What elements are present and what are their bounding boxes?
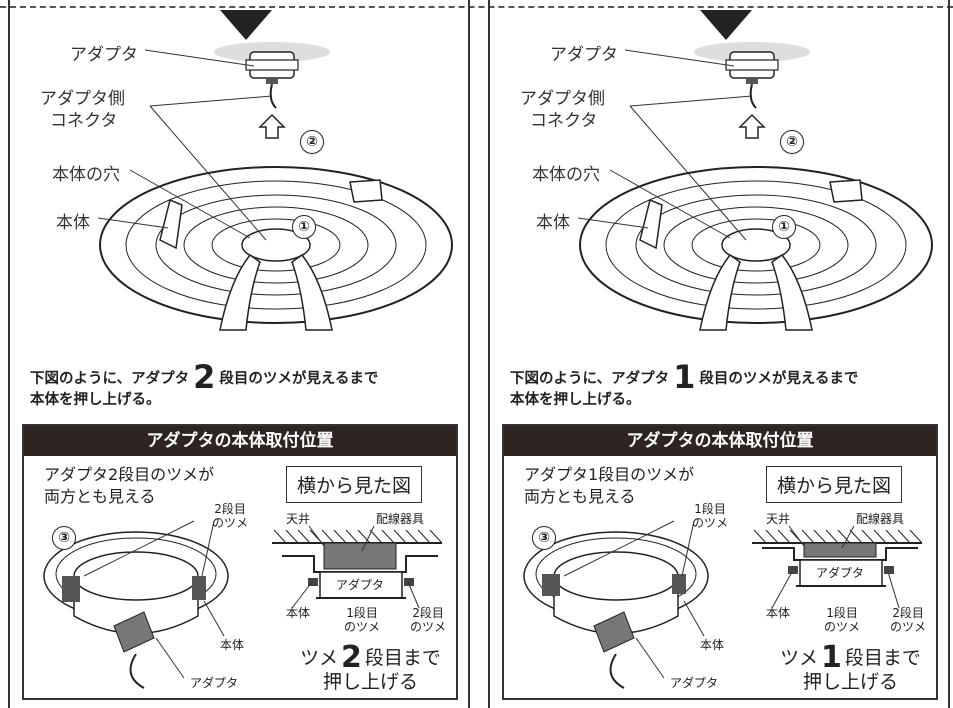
side-body-label: 本体 [286, 606, 311, 620]
side-fixture-label: 配線器具 [376, 512, 425, 526]
adapter-position-box: アダプタの本体取付位置 アダプタ2段目のツメが 両方とも見える 横から見た図 [22, 424, 458, 700]
box-text-line1: アダプタ2段目のツメが [44, 465, 215, 484]
push-post: 段目まで [844, 647, 921, 669]
side-claw2-line2: のツメ [410, 620, 447, 634]
down-arrow-icon [220, 10, 272, 40]
step-1-marker: ① [292, 215, 316, 239]
label-adapter-connector-line1: アダプタ側 [520, 89, 605, 109]
instruction-line2: 本体を押し上げる。 [30, 392, 161, 408]
side-claw2-label: 2段目のツメ [890, 606, 926, 634]
label-adapter: アダプタ [550, 45, 618, 65]
side-view-title: 横から見た図 [286, 466, 423, 503]
ceiling-light-install-illustration [577, 42, 933, 331]
label-body: 本体 [56, 213, 90, 233]
box-text-line2: 両方とも見える [44, 487, 156, 506]
box-body-label: 本体 [220, 638, 245, 652]
label-body: 本体 [536, 213, 570, 233]
side-claw1-label: 1段目のツメ [824, 606, 860, 634]
claw-label-line1: 2段目 [214, 502, 246, 516]
down-arrow-icon [700, 10, 752, 40]
box-text-line2: 両方とも見える [524, 487, 636, 506]
ceiling-light-install-illustration [97, 42, 453, 331]
side-ceiling-label: 天井 [286, 512, 311, 526]
label-body-hole: 本体の穴 [52, 165, 120, 185]
claw-label-line2: のツメ [692, 516, 729, 530]
instruction-line1-pre: 下図のように、アダプタ [30, 371, 190, 387]
side-claw2-line1: 2段目 [412, 606, 444, 620]
step-2-marker: ② [780, 130, 804, 154]
side-claw2-line1: 2段目 [892, 606, 924, 620]
push-line2: 押し上げる [322, 671, 418, 693]
box-title: アダプタの本体取付位置 [24, 426, 456, 456]
top-dashed-divider [0, 6, 953, 8]
claw-label-line1: 1段目 [694, 502, 726, 516]
instruction-number: 2 [193, 358, 216, 396]
side-body-label: 本体 [766, 606, 791, 620]
side-adapter-label: アダプタ [816, 566, 865, 580]
side-claw1-label: 1段目のツメ [344, 606, 380, 634]
instruction-line2: 本体を押し上げる。 [510, 392, 641, 408]
instruction-line1-post: 段目のツメが見えるまで [219, 371, 379, 387]
side-claw2-line2: のツメ [890, 620, 927, 634]
instruction-line1-pre: 下図のように、アダプタ [510, 371, 670, 387]
adapter-diagrams [43, 520, 443, 689]
side-fixture-label: 配線器具 [856, 512, 905, 526]
adapter-diagrams [523, 520, 923, 689]
adapter-position-box: アダプタの本体取付位置 アダプタ1段目のツメが 両方とも見える 横から見た図 [502, 424, 938, 700]
push-pre: ツメ [780, 647, 819, 669]
instruction-line1-post: 段目のツメが見えるまで [699, 371, 859, 387]
box-title: アダプタの本体取付位置 [504, 426, 936, 456]
side-claw1-line2: のツメ [824, 620, 861, 634]
side-adapter-label: アダプタ [336, 578, 385, 592]
side-claw1-line1: 1段目 [826, 606, 858, 620]
side-claw1-line2: のツメ [344, 620, 381, 634]
label-adapter: アダプタ [70, 45, 138, 65]
push-pre: ツメ [300, 647, 339, 669]
push-number: 1 [821, 640, 842, 675]
instruction-number: 1 [673, 358, 696, 396]
label-adapter-connector-line1: アダプタ側 [40, 89, 125, 109]
step-1-marker: ① [772, 215, 796, 239]
side-claw2-label: 2段目のツメ [410, 606, 446, 634]
label-adapter-connector-line2: コネクタ [530, 111, 598, 131]
label-body-hole: 本体の穴 [532, 165, 600, 185]
box-text-line1: アダプタ1段目のツメが [524, 465, 695, 484]
side-view-title: 横から見た図 [766, 466, 903, 503]
side-claw1-line1: 1段目 [346, 606, 378, 620]
label-adapter-connector-line2: コネクタ [50, 111, 118, 131]
box-adapter-label: アダプタ [670, 676, 719, 690]
box-body-label: 本体 [700, 638, 725, 652]
box-adapter-label: アダプタ [190, 676, 239, 690]
push-number: 2 [341, 640, 362, 675]
claw-label-line2: のツメ [212, 516, 249, 530]
step-3-marker: ③ [52, 526, 76, 550]
claw-label: 1段目のツメ [692, 502, 728, 530]
step-2-marker: ② [300, 130, 324, 154]
step-3-marker: ③ [532, 526, 556, 550]
push-line2: 押し上げる [802, 671, 898, 693]
side-ceiling-label: 天井 [766, 512, 791, 526]
push-post: 段目まで [364, 647, 441, 669]
claw-label: 2段目のツメ [212, 502, 248, 530]
